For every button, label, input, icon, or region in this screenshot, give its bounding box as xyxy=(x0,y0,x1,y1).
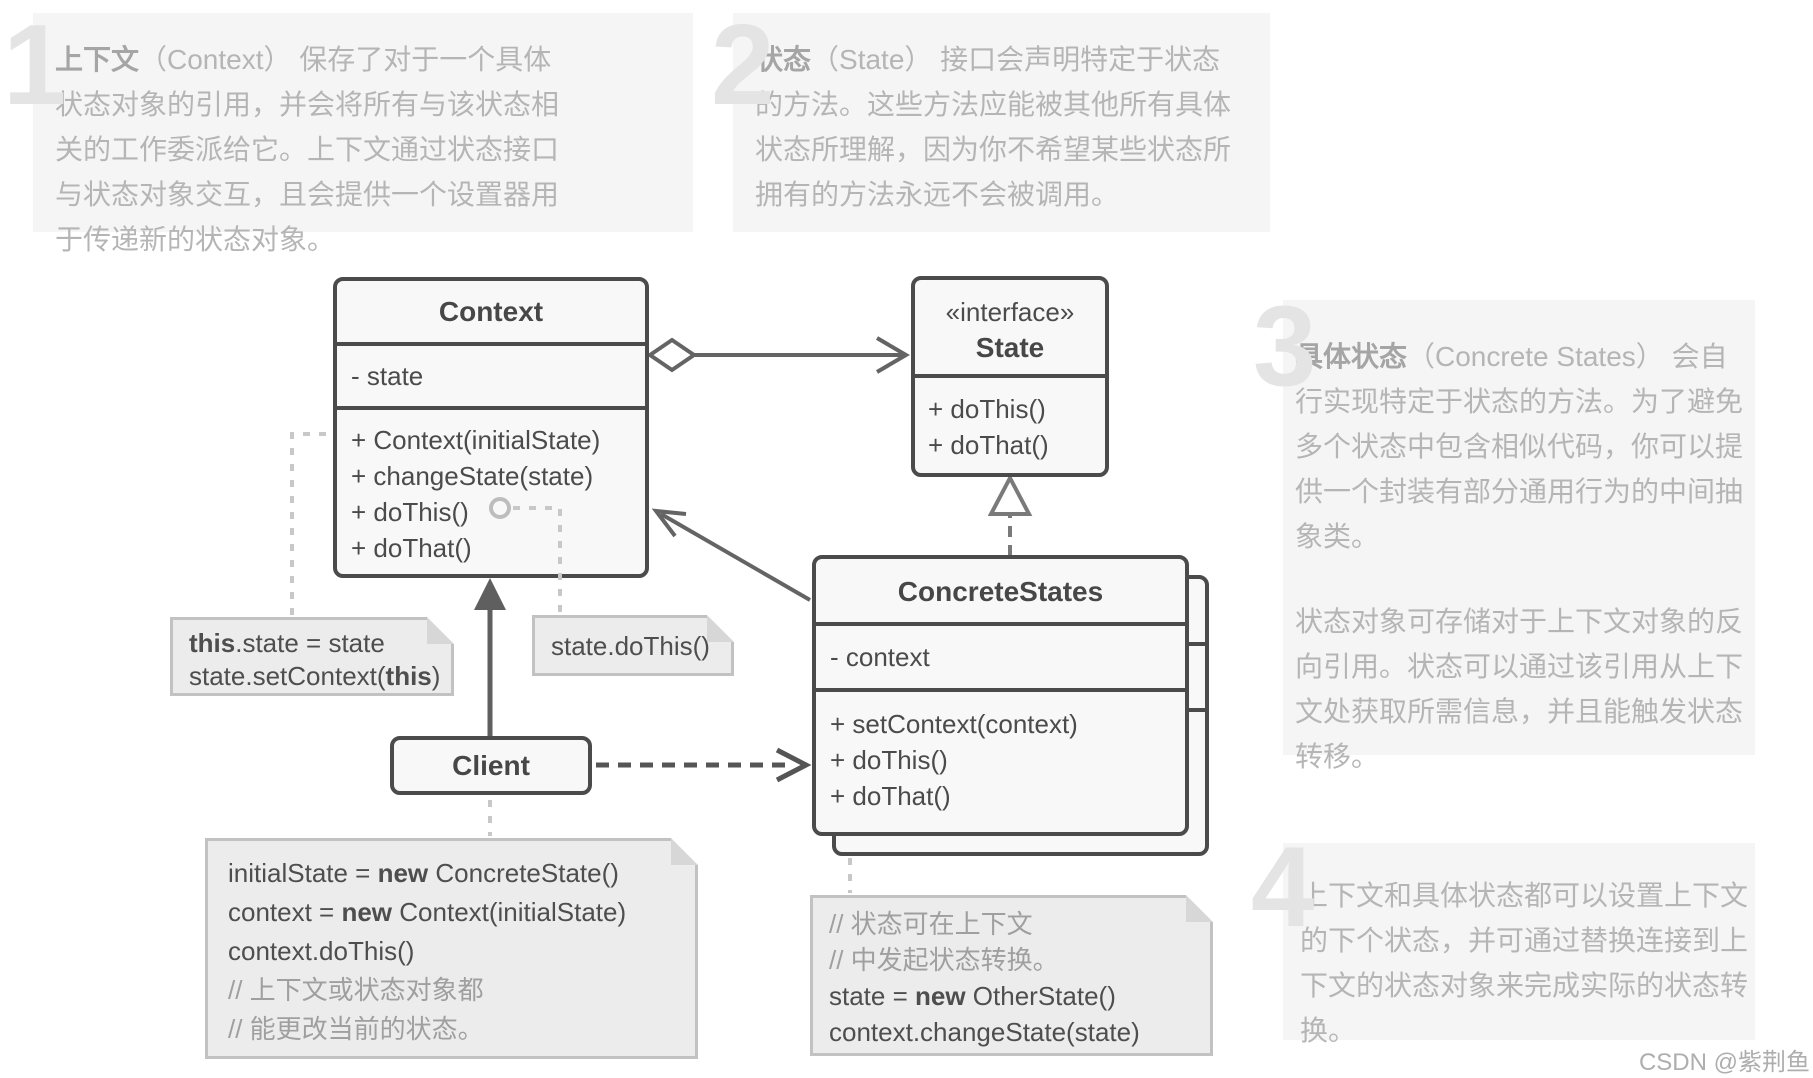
annotation-panel-4: 4 上下文和具体状态都可以设置上下文的下个状态，并可通过替换连接到上下文的状态对… xyxy=(1251,831,1755,1046)
class-title: Client xyxy=(452,749,530,781)
class-methods: + setContext(context) + doThis() + doTha… xyxy=(816,688,1185,828)
solid-triangle-icon xyxy=(474,578,506,610)
method-row: + doThat() xyxy=(830,781,951,811)
note-transition-code: // 状态可在上下文// 中发起状态转换。state = new OtherSt… xyxy=(810,895,1213,1056)
note-state-dothis: state.doThis() xyxy=(532,615,734,676)
aggregation-diamond-icon xyxy=(646,337,698,373)
class-title: ConcreteStates xyxy=(897,576,1104,607)
note-code: state.doThis() xyxy=(551,631,710,661)
attribute-row: - context xyxy=(830,642,930,672)
class-context: Context - state + Context(initialState) … xyxy=(333,277,649,578)
annotation-panel-1: 1 上下文（Context） 保存了对于一个具体状态对象的引用，并会将所有与该状… xyxy=(3,9,693,255)
method-row: + doThat() xyxy=(928,430,1049,460)
annotation-text-3b: 状态对象可存储对于上下文对象的反向引用。状态可以通过该引用从上下文处获取所需信息… xyxy=(1295,606,1744,772)
open-arrowhead-icon xyxy=(651,508,687,538)
annotation-term-2: 状态 xyxy=(755,44,812,75)
class-methods: + Context(initialState) + changeState(st… xyxy=(337,406,645,574)
annotation-number-3: 3 xyxy=(1253,283,1317,410)
attribute-row: - state xyxy=(351,361,424,391)
dependency-client-to-context xyxy=(474,578,506,737)
annotation-number-1: 1 xyxy=(3,2,67,129)
annotation-body-3: （Concrete States） 会自行实现特定于状态的方法。为了避免多个状态… xyxy=(1295,341,1744,552)
class-concrete-states: ConcreteStates - context + setContext(co… xyxy=(812,555,1189,836)
method-row: + doThat() xyxy=(351,533,472,563)
class-title: State xyxy=(975,332,1045,363)
annotation-text-4: 上下文和具体状态都可以设置上下文的下个状态，并可通过替换连接到上下文的状态对象来… xyxy=(1300,880,1749,1046)
class-state-interface: «interface» State + doThis() + doThat() xyxy=(911,276,1109,477)
note-code: initialState = new ConcreteState()contex… xyxy=(228,858,627,1044)
annotation-body-2: （State） 接口会声明特定于状态的方法。这些方法应能被其他所有具体状态所理解… xyxy=(755,44,1232,210)
method-row: + Context(initialState) xyxy=(351,425,601,455)
hollow-triangle-icon xyxy=(987,473,1033,516)
method-row: + doThis() xyxy=(830,745,948,775)
annotation-panel-3: 3 具体状态（Concrete States） 会自行实现特定于状态的方法。为了… xyxy=(1253,290,1755,772)
interface-stereotype: «interface» xyxy=(945,297,1075,327)
annotation-body-1: （Context） 保存了对于一个具体状态对象的引用，并会将所有与该状态相关的工… xyxy=(55,44,560,255)
annotation-panel-2: 2 状态（State） 接口会声明特定于状态的方法。这些方法应能被其他所有具体状… xyxy=(711,9,1270,232)
class-client: Client xyxy=(390,736,592,795)
method-row: + doThis() xyxy=(351,497,469,527)
class-attributes: - context xyxy=(816,622,1185,688)
method-row: + changeState(state) xyxy=(351,461,594,491)
class-methods: + doThis() + doThat() xyxy=(915,374,1105,473)
dependency-client-to-concrete xyxy=(596,747,812,783)
annotation-number-4: 4 xyxy=(1251,824,1315,951)
note-link-setcontext xyxy=(290,432,329,615)
open-arrowhead-icon xyxy=(875,336,910,374)
note-client-code: initialState = new ConcreteState()contex… xyxy=(205,838,698,1059)
annotation-text-3: 具体状态（Concrete States） 会自行实现特定于状态的方法。为了避免… xyxy=(1295,334,1755,559)
note-code: // 状态可在上下文// 中发起状态转换。state = new OtherSt… xyxy=(829,909,1140,1047)
method-row: + doThis() xyxy=(928,394,1046,424)
annotation-term-3: 具体状态 xyxy=(1295,341,1408,372)
class-title: Context xyxy=(438,296,544,327)
method-row: + setContext(context) xyxy=(830,709,1078,739)
annotation-number-2: 2 xyxy=(711,2,775,129)
csdn-watermark: CSDN @紫荆鱼 xyxy=(1638,1049,1810,1076)
annotation-term-1: 上下文 xyxy=(55,44,140,75)
class-attributes: - state xyxy=(337,342,645,406)
annotation-text-1: 上下文（Context） 保存了对于一个具体状态对象的引用，并会将所有与该状态相… xyxy=(55,37,573,262)
realization-concrete-to-state xyxy=(987,473,1033,556)
association-concrete-to-context xyxy=(651,508,811,602)
aggregation-connector xyxy=(646,336,910,374)
open-arrowhead-icon xyxy=(775,747,812,783)
annotation-text-2: 状态（State） 接口会声明特定于状态的方法。这些方法应能被其他所有具体状态所… xyxy=(755,37,1246,217)
